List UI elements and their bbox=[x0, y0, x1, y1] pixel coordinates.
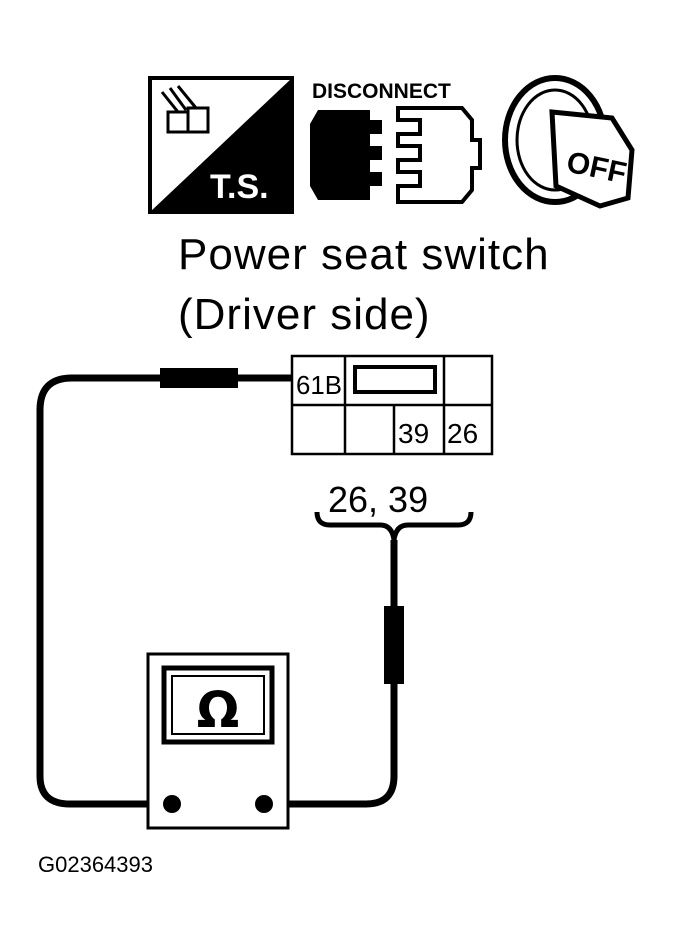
meter-terminal-left bbox=[163, 795, 181, 813]
ignition-off-icon: OFF bbox=[502, 75, 635, 209]
pin-26-label: 26 bbox=[447, 418, 478, 449]
right-test-lead bbox=[264, 540, 404, 808]
connector-id-label: 61B bbox=[296, 370, 342, 400]
connector-sketch-icon bbox=[160, 85, 210, 134]
disconnect-label: DISCONNECT bbox=[312, 80, 451, 103]
probe-pins-label: 26, 39 bbox=[328, 479, 428, 520]
title-line-2: (Driver side) bbox=[178, 290, 431, 339]
figure-code: G02364393 bbox=[38, 852, 153, 877]
connector-61b bbox=[290, 354, 494, 456]
ohmmeter: Ω bbox=[146, 652, 290, 830]
trouble-shoot-label: T.S. bbox=[210, 168, 269, 206]
pin-39-label: 39 bbox=[398, 418, 429, 449]
trouble-shoot-icon: T.S. bbox=[148, 76, 294, 214]
title-line-1: Power seat switch bbox=[178, 230, 550, 279]
disconnect-icon: DISCONNECT bbox=[310, 80, 482, 204]
left-test-lead bbox=[36, 368, 292, 808]
ohm-symbol-icon: Ω bbox=[197, 681, 240, 739]
meter-terminal-right bbox=[255, 795, 273, 813]
